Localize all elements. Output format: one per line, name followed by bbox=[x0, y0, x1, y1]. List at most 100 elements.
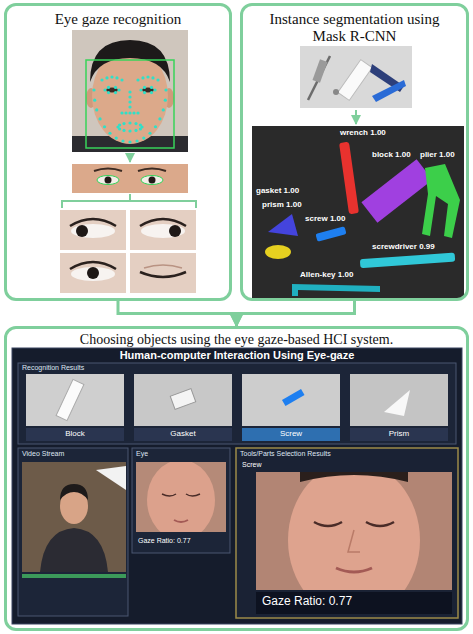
tools-photo bbox=[300, 46, 412, 108]
face-photo-part bbox=[86, 60, 174, 148]
hci-screen-part bbox=[242, 428, 340, 441]
segmentation-image-part bbox=[360, 253, 455, 269]
landmark-dots-part bbox=[128, 121, 131, 124]
landmark-dots-part bbox=[128, 105, 131, 108]
segmentation-image-part bbox=[339, 142, 359, 215]
eye-strip-part bbox=[141, 176, 163, 185]
segmentation-image-part bbox=[292, 284, 380, 296]
landmark-dots-part bbox=[158, 117, 161, 120]
screen-text: Eye bbox=[136, 450, 148, 458]
mask-label: screwdriver 0.99 bbox=[372, 242, 435, 251]
landmark-dots-part bbox=[128, 95, 131, 98]
screen-text: Video Stream bbox=[22, 450, 64, 458]
flow-connector bbox=[118, 301, 237, 326]
landmark-dots-part bbox=[93, 99, 96, 102]
landmark-dots-part bbox=[115, 136, 118, 139]
landmark-dots-part bbox=[139, 88, 142, 91]
landmark-dots-part bbox=[139, 127, 142, 130]
eye-crops-part bbox=[130, 210, 196, 250]
eye-strip-part bbox=[72, 164, 188, 193]
eye-crops-part bbox=[76, 225, 88, 237]
eye-crops-part bbox=[71, 267, 115, 281]
hci-screen-part bbox=[12, 348, 462, 624]
landmark-dots-part bbox=[141, 76, 144, 79]
landmark-dots-part bbox=[114, 86, 117, 89]
eye-strip-part bbox=[97, 176, 119, 185]
flow-arrow bbox=[129, 153, 131, 162]
landmark-dots-part bbox=[164, 88, 167, 91]
hci-screen-part bbox=[256, 592, 452, 614]
screen-text: Prism bbox=[350, 429, 448, 438]
hci-screen-part bbox=[22, 462, 126, 572]
screen-text: Human-computer Interaction Using Eye-gaz… bbox=[12, 349, 462, 362]
hci-screen-part-part bbox=[147, 462, 215, 532]
hci-screen-part-part bbox=[314, 522, 394, 526]
hci-screen-part-part bbox=[162, 494, 200, 496]
eye-strip-part bbox=[149, 177, 156, 184]
landmark-dots-part bbox=[108, 132, 111, 135]
segmentation-image-part bbox=[315, 226, 346, 241]
landmark-dots-part bbox=[143, 86, 146, 89]
landmark-dots-part bbox=[120, 78, 123, 81]
landmark-dots-part bbox=[121, 139, 124, 142]
screen-text: Gasket bbox=[134, 429, 232, 438]
tools-photo-part bbox=[308, 56, 330, 100]
landmark-dots-part bbox=[156, 78, 159, 81]
hci-screen-part bbox=[170, 389, 195, 410]
landmark-dots-part bbox=[143, 91, 146, 94]
screen-text: Screw bbox=[242, 429, 340, 438]
hci-screen-part-part bbox=[22, 462, 126, 572]
mask-label: Allen-key 1.00 bbox=[300, 270, 353, 279]
landmark-dots-part bbox=[142, 136, 145, 139]
landmark-dots-part bbox=[150, 91, 153, 94]
landmark-dots-part bbox=[115, 76, 118, 79]
landmark-dots-part bbox=[110, 75, 113, 78]
hci-screen-part-part bbox=[300, 472, 408, 482]
eye-crops-part bbox=[71, 224, 115, 238]
face-photo-part bbox=[90, 40, 170, 82]
eye-crops-part bbox=[87, 267, 99, 279]
mask-label: plier 1.00 bbox=[420, 150, 455, 159]
eye-crops-part bbox=[144, 265, 182, 268]
landmark-dots-part bbox=[134, 129, 137, 132]
landmark-dots-part bbox=[92, 88, 95, 91]
tools-photo-part bbox=[312, 59, 327, 82]
eye-crops-part bbox=[60, 210, 126, 250]
landmark-dots-part bbox=[118, 123, 121, 126]
mask-label: screw 1.00 bbox=[305, 214, 345, 223]
landmark-dots-part bbox=[95, 108, 98, 111]
panel-title: Eye gaze recognition bbox=[13, 11, 223, 28]
face-photo bbox=[72, 30, 188, 152]
tools-photo-part bbox=[300, 46, 412, 108]
mask-label: block 1.00 bbox=[372, 150, 411, 159]
landmark-dots-part bbox=[134, 122, 137, 125]
landmark-dots-part bbox=[120, 111, 123, 114]
screen-text: Tools/Parts Selection Results bbox=[240, 450, 331, 458]
hci-screen-part bbox=[350, 374, 448, 426]
segmentation-image-part bbox=[361, 159, 432, 223]
eye-crops-part bbox=[130, 253, 196, 293]
landmark-dots-part bbox=[124, 111, 127, 114]
mask-label: gasket 1.00 bbox=[256, 186, 299, 195]
landmark-dots-part bbox=[151, 76, 154, 79]
landmark-dots-part bbox=[105, 76, 108, 79]
hci-screen-part bbox=[18, 448, 128, 616]
hci-screen-part bbox=[56, 379, 84, 420]
landmark-dots-part bbox=[128, 140, 131, 143]
screen-text: Gaze Ratio: 0.77 bbox=[262, 595, 352, 609]
landmark-dots-part bbox=[153, 88, 156, 91]
landmark-dots-part bbox=[128, 129, 131, 132]
flow-arrow bbox=[355, 110, 357, 124]
eye-crops-part bbox=[140, 272, 186, 277]
landmark-dots-part bbox=[107, 91, 110, 94]
hci-screen-part-part bbox=[336, 568, 372, 572]
hci-screen-part bbox=[134, 374, 232, 426]
eye-strip bbox=[72, 164, 188, 193]
eye-strip-part bbox=[105, 177, 112, 184]
flow-connector bbox=[237, 301, 355, 326]
hci-screen-part-part bbox=[174, 520, 188, 522]
eye-strip-part bbox=[94, 169, 122, 172]
landmark-dots-part bbox=[132, 111, 135, 114]
landmark-dots-part bbox=[117, 88, 120, 91]
